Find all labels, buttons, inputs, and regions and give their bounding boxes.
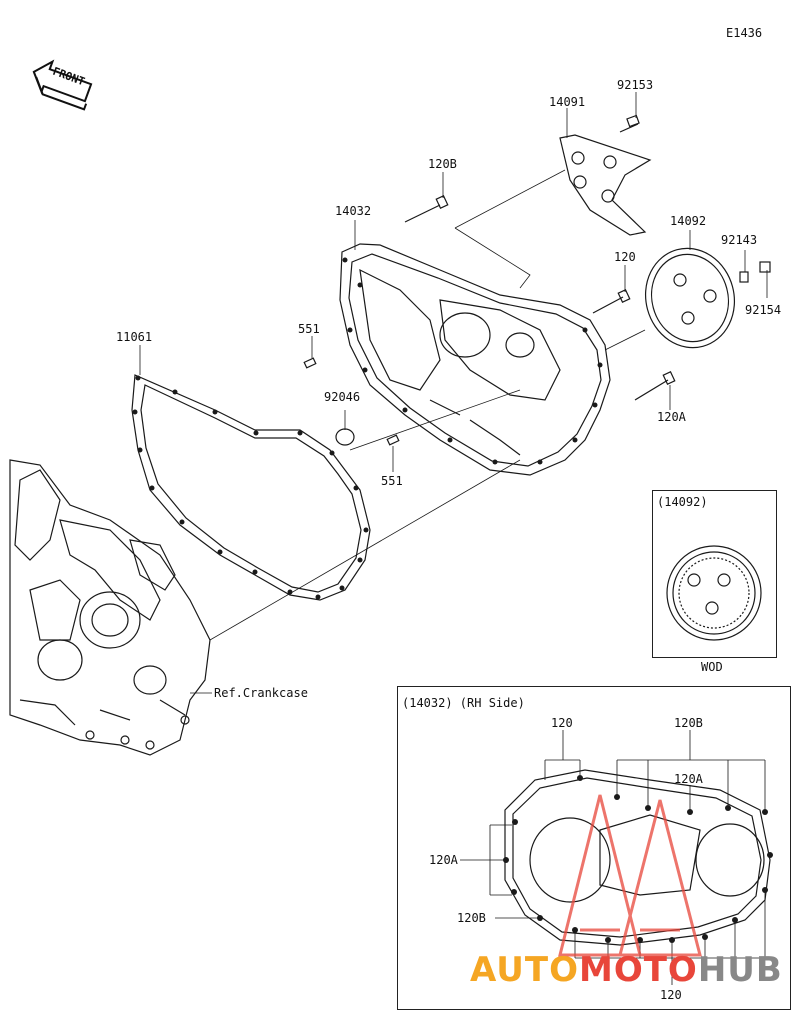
cap-14092 <box>644 247 736 349</box>
inset-label-120-top: 120 <box>551 716 573 730</box>
crankcase-outline <box>9 459 211 756</box>
inset-cap-art <box>666 545 762 641</box>
inset-cover-box <box>397 686 791 1010</box>
watermark-part-auto: AUTO <box>470 950 579 990</box>
inset-label-120B-left: 120B <box>457 911 486 925</box>
diagram-code: E1436 <box>726 26 763 40</box>
nut-92143 <box>739 271 749 283</box>
clutch-cover-14032 <box>339 243 611 476</box>
inset-label-120-bottom: 120 <box>660 988 682 1002</box>
dowel-551-lower <box>386 434 400 446</box>
inset-label-120A-left: 120A <box>429 853 458 867</box>
callout-551-upper: 551 <box>298 322 320 336</box>
watermark-text: AUTOMOTOHUB <box>470 950 783 990</box>
dowel-551-upper <box>303 357 317 369</box>
plate-14091 <box>559 134 652 236</box>
bolt-92153 <box>619 114 640 133</box>
ref-crankcase-label: Ref.Crankcase <box>214 686 308 700</box>
bolt-120A <box>634 370 676 401</box>
gasket-11061 <box>131 374 371 601</box>
callout-14091: 14091 <box>549 95 586 109</box>
callout-11061: 11061 <box>116 330 153 344</box>
bolt-92154 <box>759 261 771 273</box>
callout-92143: 92143 <box>721 233 758 247</box>
callout-92153: 92153 <box>617 78 654 92</box>
callout-92046: 92046 <box>324 390 361 404</box>
callout-120-top: 120 <box>614 250 636 264</box>
watermark-part-moto: MOTO <box>578 950 698 990</box>
callout-14032: 14032 <box>335 204 372 218</box>
callout-14092: 14092 <box>670 214 707 228</box>
inset-cap-note: WOD <box>701 660 723 674</box>
inset-label-120B-top: 120B <box>674 716 703 730</box>
callout-120A: 120A <box>657 410 686 424</box>
callout-120B-top: 120B <box>428 157 457 171</box>
bolt-120 <box>592 288 631 314</box>
inset-cap-title: (14092) <box>657 495 708 509</box>
inset-cap-box <box>652 490 777 658</box>
bolt-120B-top <box>404 194 449 223</box>
watermark-logo-icon <box>558 794 702 957</box>
seal-92046 <box>335 428 355 446</box>
front-arrow-icon <box>32 59 93 111</box>
watermark-part-hub: HUB <box>697 950 783 990</box>
inset-cover-title: (14032) (RH Side) <box>402 696 525 710</box>
inset-label-120A-mid: 120A <box>674 772 703 786</box>
callout-551-lower: 551 <box>381 474 403 488</box>
callout-92154: 92154 <box>745 303 782 317</box>
leader-lines <box>139 92 768 694</box>
